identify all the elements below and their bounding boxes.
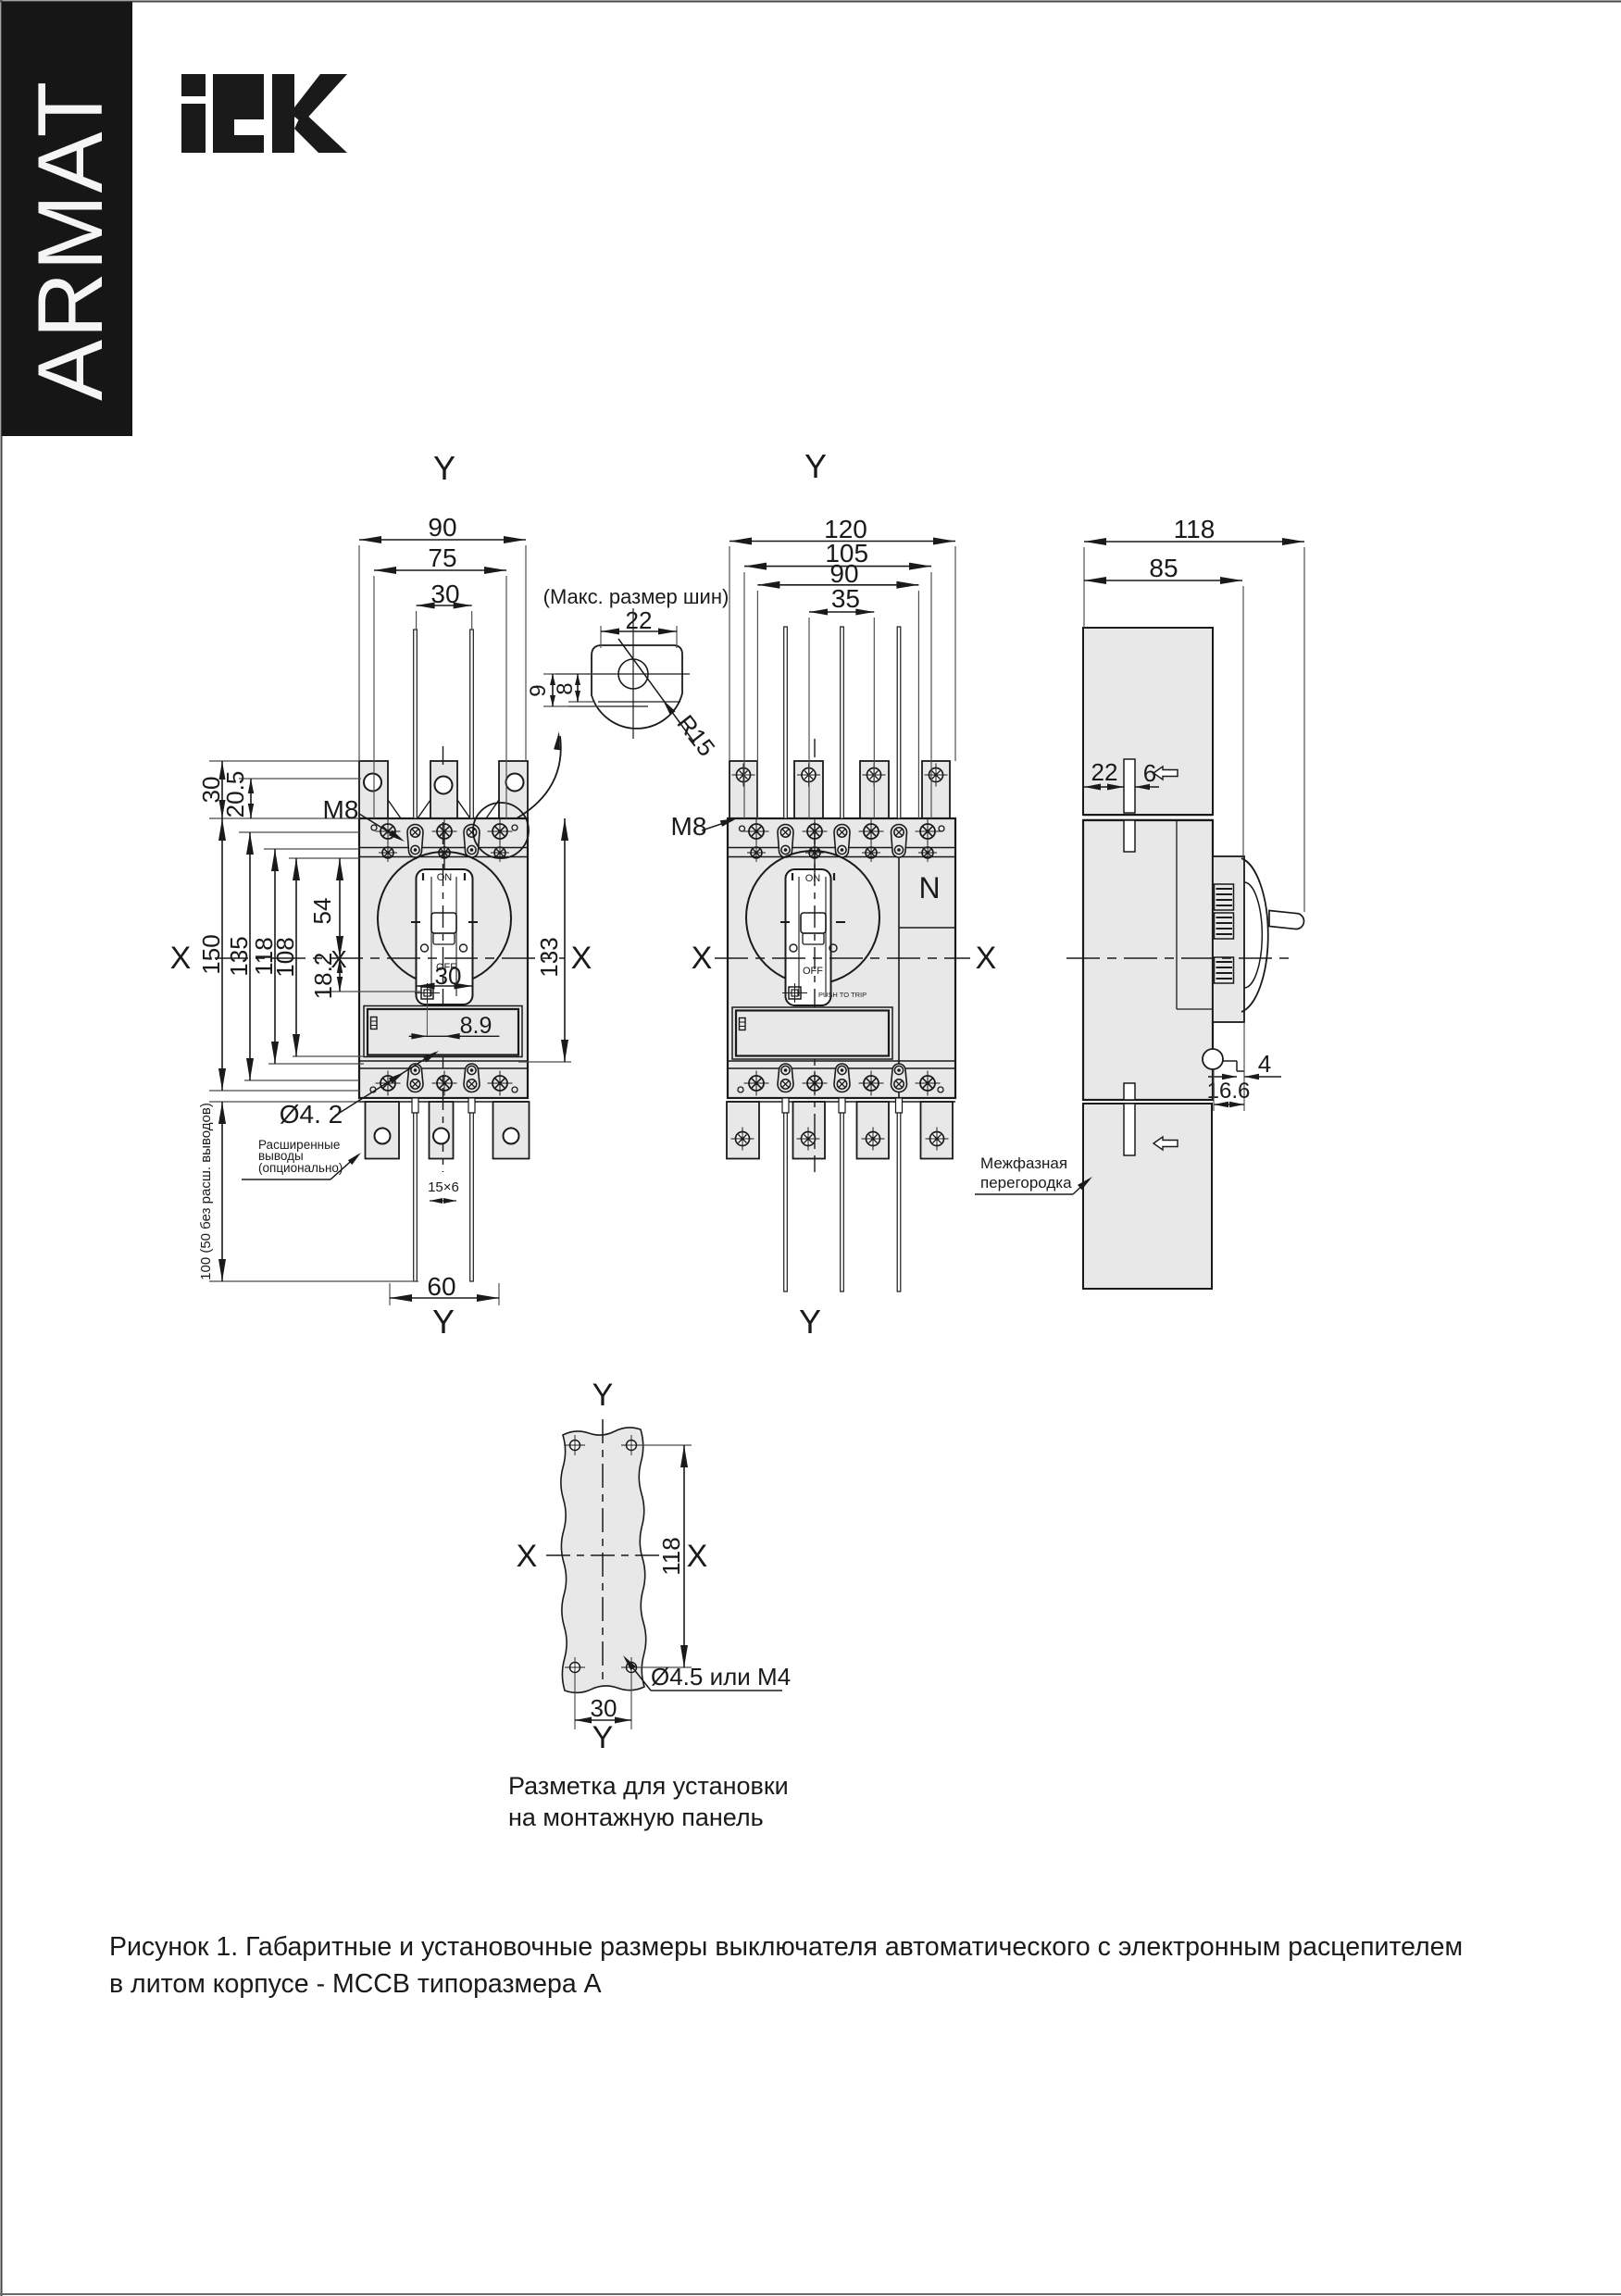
svg-text:Рисунок 1. Габаритные и устано: Рисунок 1. Габаритные и установочные раз… xyxy=(109,1932,1463,1962)
svg-text:(опционально): (опционально) xyxy=(258,1161,343,1175)
svg-text:54: 54 xyxy=(308,898,336,925)
svg-text:X: X xyxy=(517,1539,538,1574)
svg-text:M8: M8 xyxy=(671,812,707,841)
svg-text:N: N xyxy=(918,871,940,905)
svg-text:Y: Y xyxy=(799,1303,821,1341)
svg-text:на монтажную панель: на монтажную панель xyxy=(508,1803,764,1831)
svg-text:OFF: OFF xyxy=(436,962,456,973)
svg-text:X: X xyxy=(687,1539,708,1574)
svg-text:35: 35 xyxy=(831,584,860,613)
svg-text:9: 9 xyxy=(526,684,551,696)
svg-text:85: 85 xyxy=(1149,554,1178,582)
svg-text:18.2: 18.2 xyxy=(309,953,337,1000)
svg-text:M8: M8 xyxy=(323,795,359,824)
svg-text:Ø4. 2: Ø4. 2 xyxy=(280,1100,343,1129)
svg-text:Межфазная: Межфазная xyxy=(980,1154,1067,1172)
svg-text:6: 6 xyxy=(1143,759,1156,787)
svg-text:Ø4.5 или М4: Ø4.5 или М4 xyxy=(651,1663,791,1691)
svg-text:30: 30 xyxy=(591,1694,617,1722)
svg-text:X: X xyxy=(692,941,713,976)
svg-text:4: 4 xyxy=(1258,1050,1271,1078)
svg-text:Y: Y xyxy=(433,449,455,487)
svg-text:перегородка: перегородка xyxy=(980,1174,1072,1192)
svg-text:135: 135 xyxy=(225,936,253,976)
svg-text:90: 90 xyxy=(829,559,858,588)
svg-text:(Макс. размер шин): (Макс. размер шин) xyxy=(543,585,729,608)
svg-text:Расширенные: Расширенные xyxy=(258,1138,340,1152)
svg-text:8: 8 xyxy=(553,682,578,694)
svg-text:X: X xyxy=(976,941,997,976)
svg-text:ARMAT: ARMAT xyxy=(19,80,121,401)
svg-text:ON: ON xyxy=(805,873,821,884)
svg-text:Y: Y xyxy=(432,1303,455,1341)
svg-text:ON: ON xyxy=(437,872,453,883)
svg-text:30: 30 xyxy=(197,777,225,804)
svg-text:X: X xyxy=(170,941,192,976)
svg-text:Y: Y xyxy=(592,1720,614,1755)
svg-text:118: 118 xyxy=(1174,515,1216,543)
svg-text:8.9: 8.9 xyxy=(460,1013,493,1039)
svg-text:90: 90 xyxy=(428,513,456,542)
svg-text:118: 118 xyxy=(657,1537,685,1575)
svg-text:133: 133 xyxy=(535,937,563,977)
svg-text:выводы: выводы xyxy=(258,1149,304,1163)
svg-text:118: 118 xyxy=(250,937,278,975)
svg-text:105: 105 xyxy=(825,539,868,568)
svg-text:60: 60 xyxy=(427,1272,455,1301)
svg-text:22: 22 xyxy=(626,606,653,634)
svg-text:15×6: 15×6 xyxy=(428,1179,459,1195)
svg-text:в литом корпусе - MCCB типораз: в литом корпусе - MCCB типоразмера А xyxy=(109,1969,602,1999)
svg-text:30: 30 xyxy=(430,580,459,608)
svg-text:Y: Y xyxy=(592,1378,614,1413)
svg-text:150: 150 xyxy=(197,934,225,974)
svg-text:20.5: 20.5 xyxy=(221,771,249,818)
svg-text:100 (50 без расш. выводов): 100 (50 без расш. выводов) xyxy=(198,1103,214,1280)
svg-text:OFF: OFF xyxy=(803,966,823,977)
svg-text:X: X xyxy=(571,941,592,976)
svg-text:120: 120 xyxy=(824,515,867,543)
svg-text:PUSH TO TRIP: PUSH TO TRIP xyxy=(818,991,867,999)
svg-text:75: 75 xyxy=(428,543,456,572)
svg-text:Y: Y xyxy=(804,447,827,485)
svg-text:Разметка для установки: Разметка для установки xyxy=(508,1772,789,1800)
svg-text:X: X xyxy=(330,945,346,973)
svg-text:22: 22 xyxy=(1091,758,1118,786)
svg-text:108: 108 xyxy=(271,937,299,977)
